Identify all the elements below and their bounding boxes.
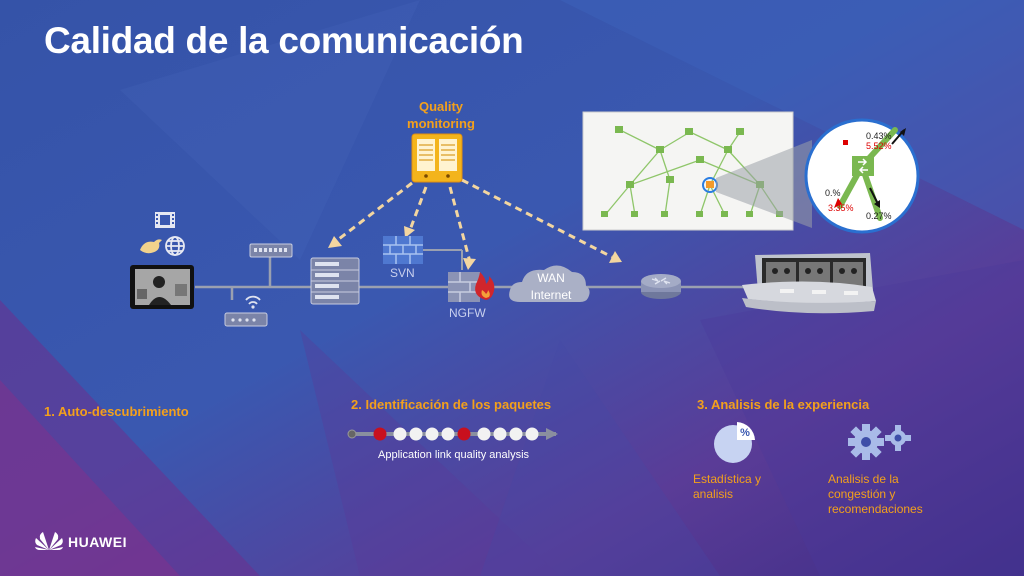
packet-stream [347,427,558,441]
arrow-head [328,236,342,248]
svg-text:%: % [740,427,750,439]
packet [409,427,423,441]
step2-caption: Application link quality analysis [378,449,530,461]
page-title: Calidad de la comunicación [44,20,524,61]
step3-item1: Estadística y analisis [693,472,762,501]
pct-red: 5.52% [866,141,892,151]
step3-item2: Analisis de la congestión y recomendacio… [828,472,923,516]
arrow-head [609,251,622,263]
arrow-head [463,258,476,270]
step1-title: 1. Auto-descubrimiento [44,404,189,419]
packet [441,427,455,441]
internet-label: Internet [530,288,572,302]
pct-left: 0.% [825,188,841,198]
bird-icon [140,239,162,254]
server-rack-icon [310,257,360,305]
brand-name: HUAWEI [68,534,127,550]
packet [525,427,539,441]
step2-title: 2. Identificación de los paquetes [351,397,552,412]
quality-monitoring-label: Quality monitoring [407,99,475,131]
zoom-circle [804,118,920,234]
packet [425,427,439,441]
telepresence-room-icon [742,253,876,314]
packet [493,427,507,441]
pct-top: 0.43% [866,131,892,141]
video-icon [155,212,175,228]
pie-chart-icon: % [714,422,755,463]
wifi-router-icon [224,295,268,327]
topology-panel [582,111,812,231]
svn-label: SVN [390,266,415,280]
arrow-head [404,226,415,238]
quality-monitoring-server-icon [411,133,463,183]
pct-red-2: 3.35% [828,203,854,213]
packet [509,427,523,441]
ngfw-firewall-icon [448,272,495,302]
wan-cloud-icon [509,265,590,302]
pct-bottom: 0.27% [866,211,892,221]
packet-red [457,427,471,441]
ngfw-label: NGFW [449,306,486,320]
huawei-logo-icon [35,532,63,550]
packet [477,427,491,441]
packet [393,427,407,441]
switch-icon [249,243,293,258]
gears-icon [848,424,911,460]
wan-label: WAN [537,271,565,285]
step3-title: 3. Analisis de la experiencia [697,397,870,412]
router-icon [641,274,681,299]
svn-firewall-icon [383,236,423,264]
tablet-video-icon [130,265,194,309]
globe-icon [165,236,185,256]
packet-red [373,427,387,441]
